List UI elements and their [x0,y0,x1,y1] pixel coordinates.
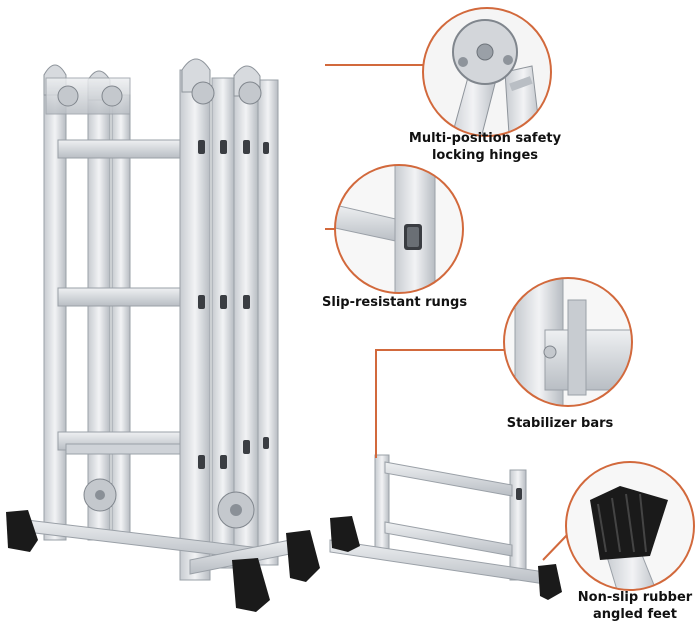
stabilizer-label: Stabilizer bars [490,415,630,432]
hinge-closeup-icon [422,7,552,137]
rubber-foot-closeup-icon [565,461,695,591]
rungs-label: Slip-resistant rungs [322,294,482,311]
stabilizer-section [329,454,562,600]
hinge-label-line2: locking hinges [431,148,539,163]
hinge-label-line1: Multi-position safety [408,131,562,146]
stabilizer-label-line1: Stabilizer bars [506,416,614,431]
rungs-label-line1: Slip-resistant rungs [322,295,468,310]
main-ladder [6,58,320,612]
stabilizer-closeup-icon [503,277,633,407]
feet-label: Non-slip rubber angled feet [560,589,700,623]
feet-label-line1: Non-slip rubber [577,590,693,605]
feet-label-line2: angled feet [593,607,677,622]
rung-closeup-icon [334,164,464,294]
callout-lines [325,64,568,561]
hinge-label: Multi-position safety locking hinges [380,130,590,164]
